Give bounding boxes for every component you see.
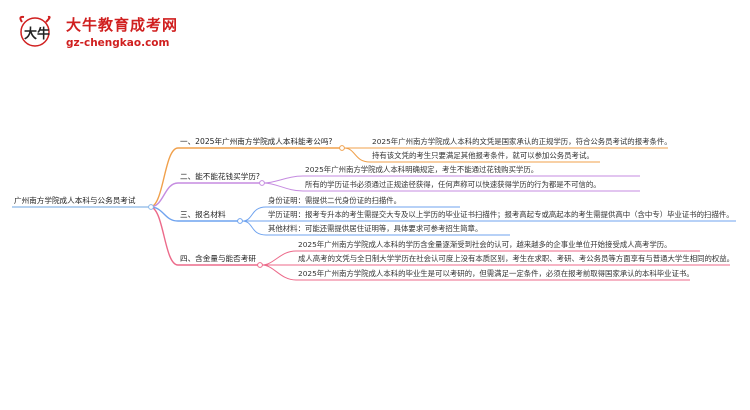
branch-2-label: 二、能不能花钱买学历? (180, 172, 260, 181)
site-header: 大牛 大牛教育成考网 gz-chengkao.com (0, 0, 750, 60)
branch-2-leaf-1-connector (263, 175, 304, 184)
branch-4-leaf-1: 2025年广州南方学院成人本科的学历含金量逐渐受到社会的认可，越来越多的企事业单… (298, 240, 672, 249)
branch-4-leaf-2: 成人高考的文凭与全日制大学学历在社会认可度上没有本质区别，考生在求职、考研、考公… (298, 254, 735, 263)
branch-4-leaf-3: 2025年广州南方学院成人本科的毕业生是可以考研的，但需满足一定条件，必须在报考… (298, 269, 694, 278)
branch-2-connector (149, 182, 179, 208)
branch-4-connector (149, 206, 179, 266)
branch-1-leaf-2-connector (343, 147, 371, 163)
root-node: 广州南方学院成人本科与公务员考试 (14, 196, 136, 205)
branch-3-leaf-3-connector (241, 220, 267, 236)
branch-4-leaf-3-connector (261, 264, 297, 281)
branch-1-leaf-2: 持有该文凭的考生只要满足其他报考条件，就可以参加公务员考试。 (372, 151, 594, 160)
branch-1-node (339, 145, 345, 151)
branch-1-leaf-1: 2025年广州南方学院成人本科的文凭是国家承认的正规学历，符合公务员考试的报考条… (372, 137, 672, 146)
branch-3-leaf-1: 身份证明：需提供二代身份证的扫描件。 (268, 196, 402, 205)
branch-3-node (237, 218, 243, 224)
branch-3-leaf-3: 其他材料：可能还需提供居住证明等，具体要求可参考招生简章。 (268, 224, 483, 233)
branch-1-label: 一、2025年广州南方学院成人本科能考公吗? (180, 137, 333, 146)
root-node-dot (148, 204, 154, 210)
branch-1-connector (149, 147, 179, 208)
branch-3-leaf-1-connector (241, 206, 267, 222)
branch-2-leaf-1: 2025年广州南方学院成人本科明确规定，考生不能通过花钱购买学历。 (305, 165, 539, 174)
logo-char: 大牛 (24, 26, 50, 42)
branch-2-leaf-2-connector (263, 182, 304, 192)
branch-4-label: 四、含金量与能否考研 (180, 254, 256, 263)
branch-3-label: 三、报名材料 (180, 210, 226, 219)
branch-2-node (259, 180, 265, 186)
branch-3-leaf-2: 学历证明：报考专升本的考生需提交大专及以上学历的毕业证书扫描件；报考高起专或高起… (268, 210, 734, 219)
site-name: 大牛教育成考网 (66, 16, 179, 34)
branch-4-node (257, 262, 263, 268)
branch-2-leaf-2: 所有的学历证书必须通过正规途径获得，任何声称可以快速获得学历的行为都是不可信的。 (305, 180, 601, 189)
branch-4-leaf-1-connector (261, 250, 297, 266)
bull-logo-icon: 大牛 (16, 14, 60, 54)
site-url: gz-chengkao.com (66, 37, 170, 49)
